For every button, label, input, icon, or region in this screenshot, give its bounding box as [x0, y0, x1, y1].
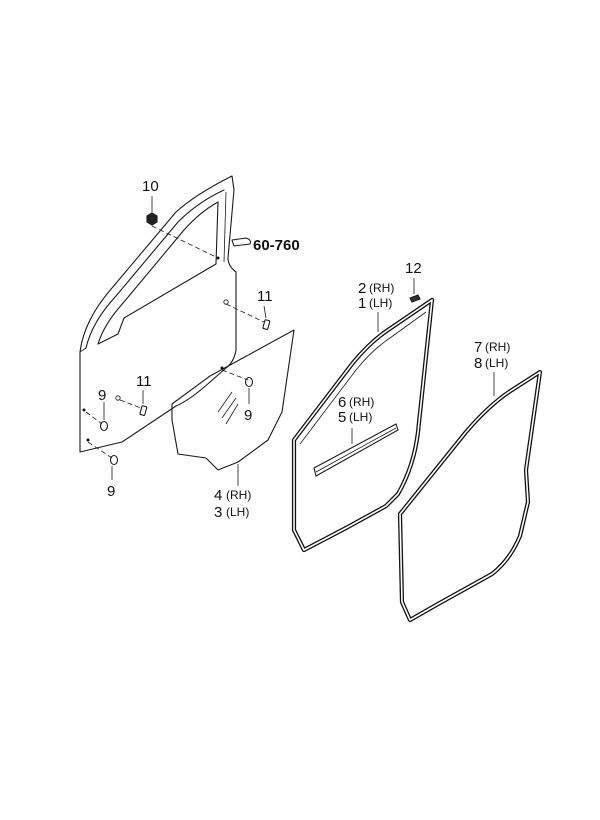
callout-60-760: 60-760 — [253, 237, 300, 254]
clip-12-icon — [409, 294, 421, 303]
clip-icon — [139, 405, 148, 416]
callout-11-upper: 11 — [257, 288, 273, 305]
callout-5: 5 — [338, 409, 346, 426]
grommet-icon — [244, 376, 254, 388]
door-deflector-film — [171, 329, 295, 471]
callout-8: 8 — [474, 355, 482, 372]
hardware — [82, 212, 421, 466]
grommet-icon — [109, 454, 119, 466]
callout-4-side: (RH) — [226, 488, 251, 502]
clip-icon — [262, 319, 271, 330]
callout-4: 4 — [214, 487, 222, 504]
callout-6: 6 — [338, 394, 346, 411]
callout-10: 10 — [142, 178, 159, 195]
callout-2: 2 — [358, 280, 366, 297]
nut-icon — [146, 212, 158, 226]
callout-9-panel: 9 — [244, 407, 252, 424]
body-side-weatherstrip — [397, 369, 543, 623]
door-weatherstrip — [291, 297, 435, 553]
callout-12: 12 — [405, 260, 422, 277]
callout-5-side: (LH) — [349, 410, 372, 424]
belt-moulding — [313, 423, 399, 477]
callout-2-side: (RH) — [369, 281, 394, 295]
callout-1-side: (LH) — [369, 296, 392, 310]
callout-11-lower: 11 — [136, 373, 152, 390]
door-shell — [79, 175, 237, 453]
callout-9-left: 9 — [98, 387, 106, 404]
callout-8-side: (LH) — [485, 356, 508, 370]
callout-3: 3 — [214, 504, 222, 521]
callout-7-side: (RH) — [485, 340, 510, 354]
callout-6-side: (RH) — [349, 395, 374, 409]
callout-7: 7 — [474, 339, 482, 356]
mirror-part-icon — [231, 237, 252, 247]
callout-3-side: (LH) — [226, 505, 249, 519]
grommet-icon — [99, 420, 109, 432]
leader-lines — [85, 196, 495, 486]
callouts: 10 60-760 11 11 9 9 9 4 (RH) 3 (LH) 2 (R… — [98, 178, 510, 521]
callout-1: 1 — [358, 295, 366, 312]
callout-9-bottom: 9 — [107, 483, 115, 500]
